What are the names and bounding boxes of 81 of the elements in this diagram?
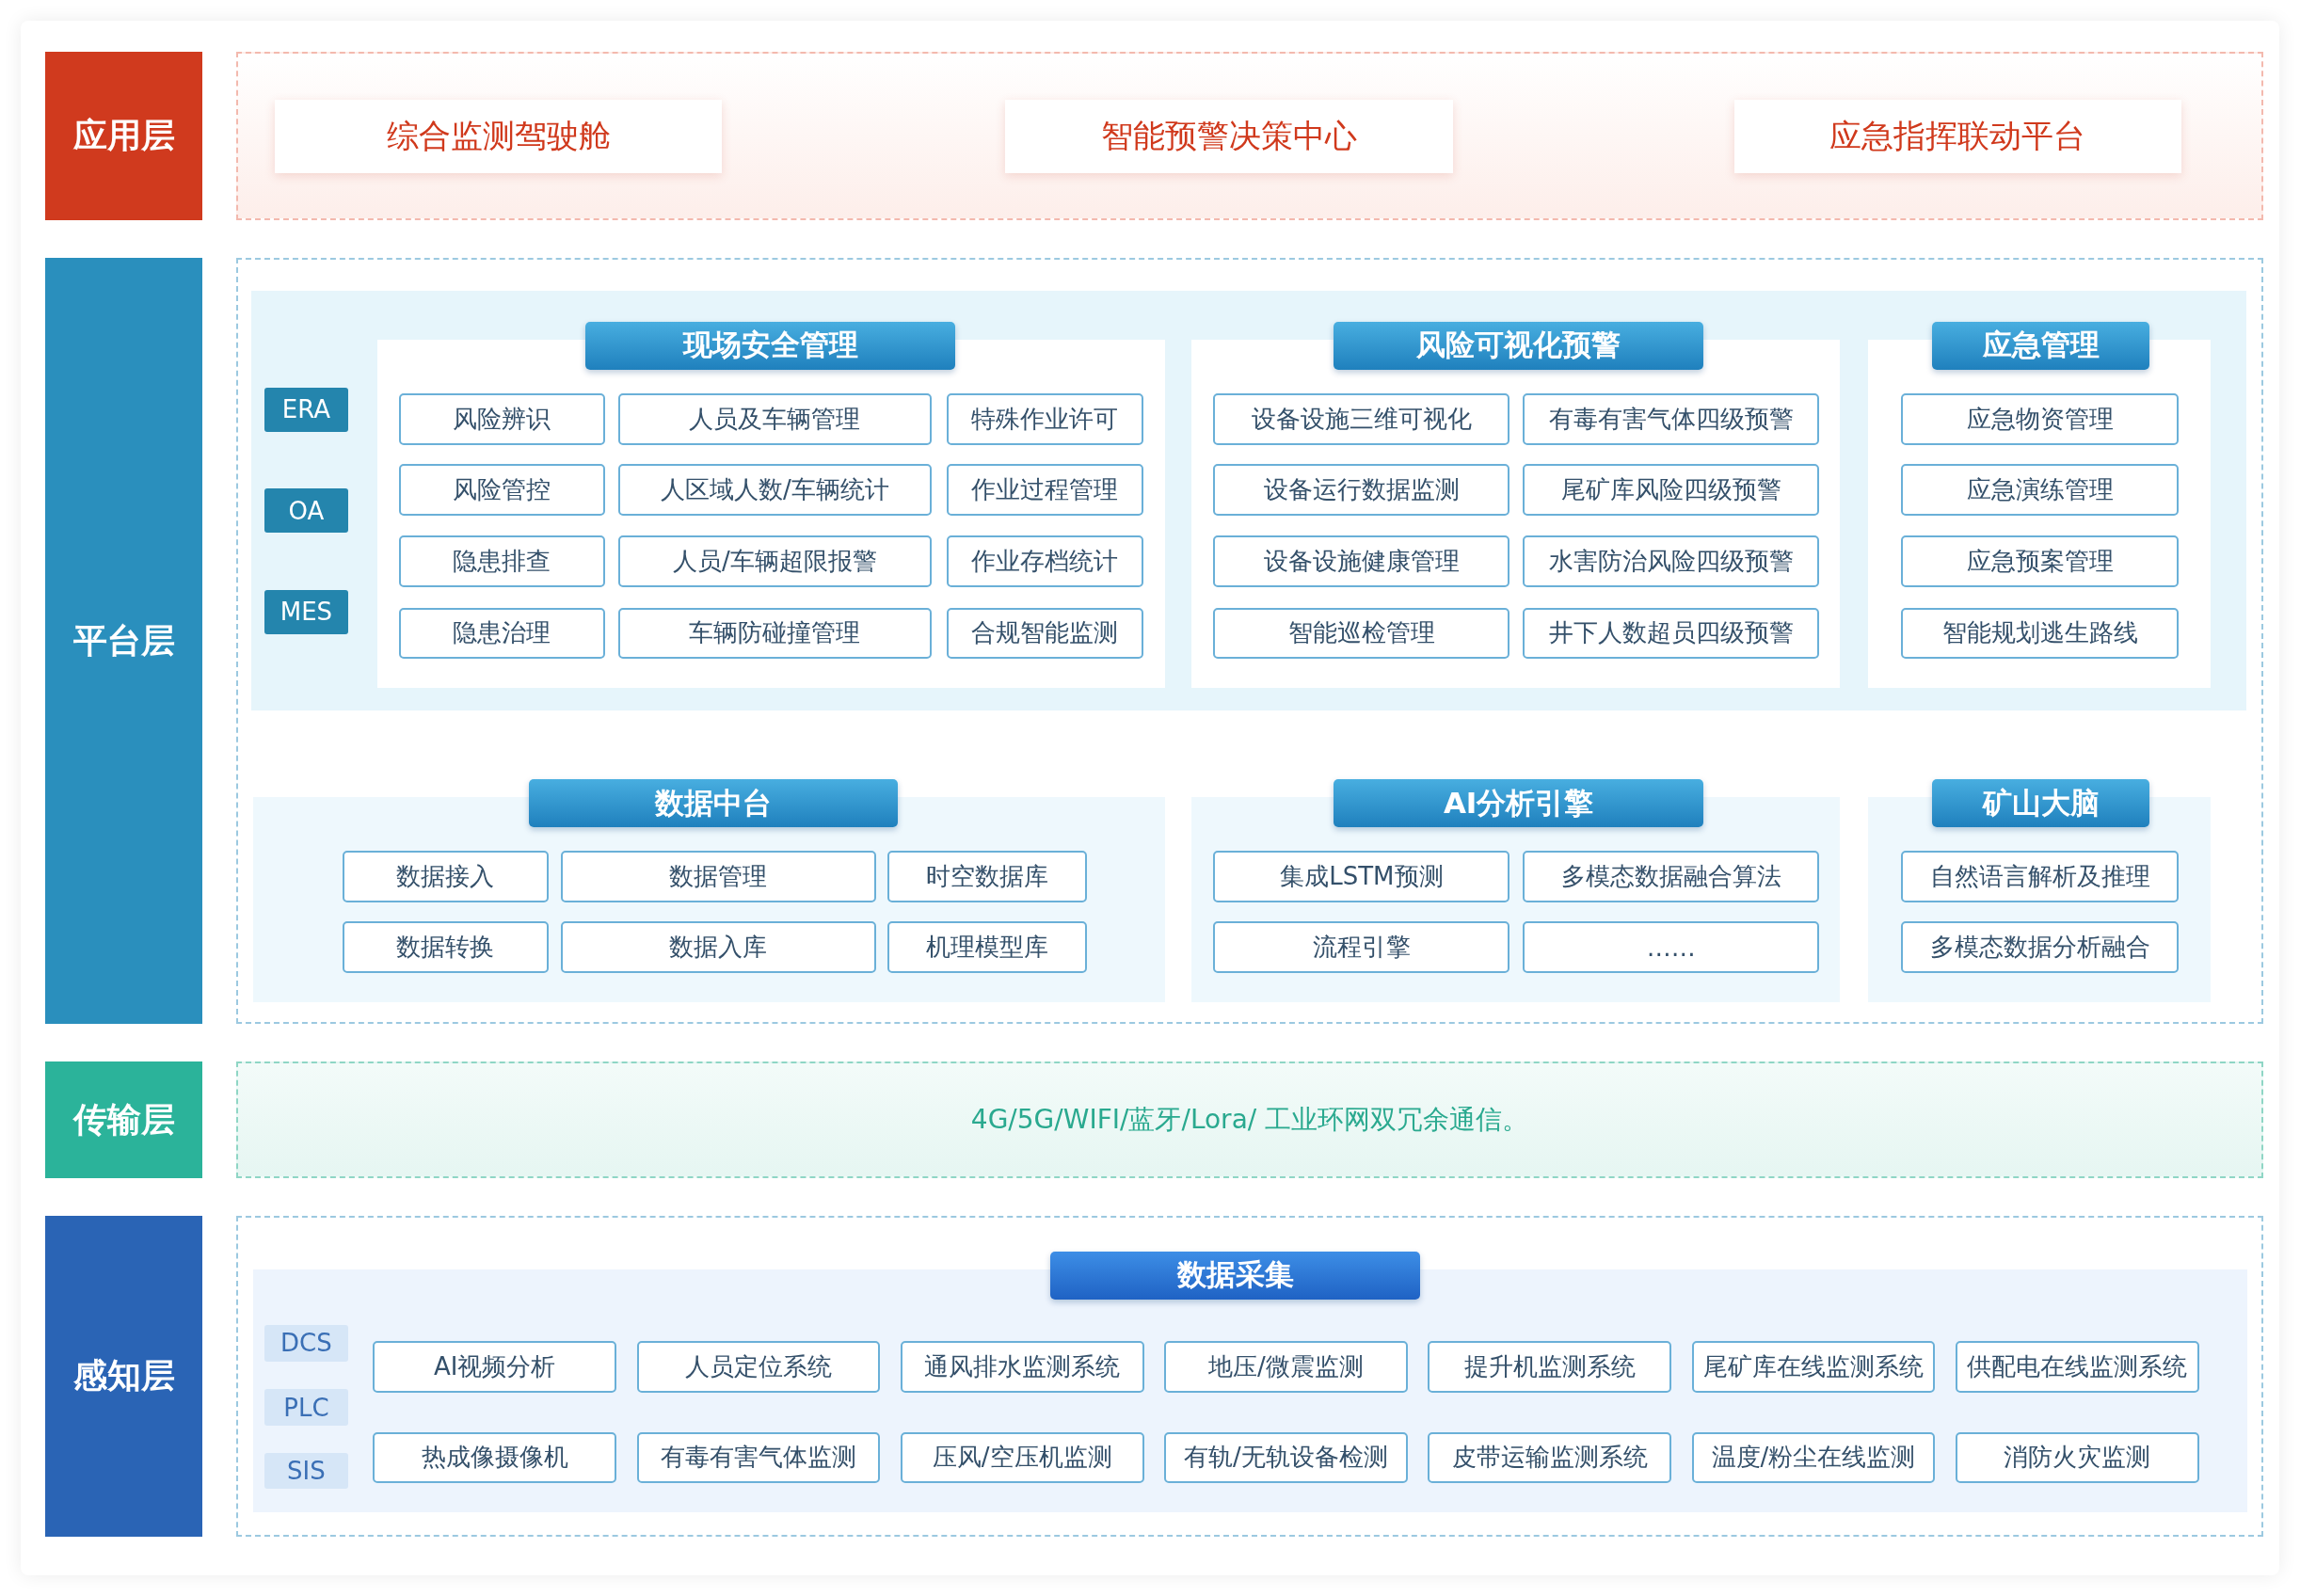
layer-band: [235, 51, 2263, 220]
function-box: 作业存档统计: [946, 535, 1143, 587]
function-box: 机理模型库: [887, 921, 1088, 973]
function-box: 通风排水监测系统: [900, 1341, 1144, 1393]
panel-heading: 现场安全管理: [585, 321, 956, 370]
function-box: 应急演练管理: [1901, 463, 2180, 516]
function-box: 智能巡检管理: [1213, 607, 1510, 660]
function-box: 数据入库: [560, 921, 876, 973]
system-tag: ERA: [264, 387, 348, 432]
function-box: 多模态数据融合算法: [1523, 851, 1820, 902]
function-box: 自然语言解析及推理: [1901, 851, 2180, 902]
function-box: 时空数据库: [887, 851, 1088, 902]
function-box: 作业过程管理: [946, 463, 1143, 516]
function-box: 水害防治风险四级预警: [1523, 535, 1820, 587]
layer-label: 传输层: [45, 1061, 203, 1178]
function-box: 提升机监测系统: [1428, 1341, 1672, 1393]
function-box: 设备运行数据监测: [1213, 463, 1510, 516]
function-box: 井下人数超员四级预警: [1523, 607, 1820, 660]
system-tag: MES: [264, 590, 348, 634]
layer-label: 感知层: [45, 1216, 203, 1538]
function-box: 温度/粉尘在线监测: [1691, 1431, 1936, 1484]
function-box: 隐患排查: [399, 535, 605, 587]
module-panel: [252, 1251, 2248, 1513]
function-box: 数据接入: [342, 851, 550, 902]
function-box: 地压/微震监测: [1164, 1341, 1408, 1393]
function-box: 压风/空压机监测: [900, 1431, 1144, 1484]
panel-heading: 数据采集: [1050, 1251, 1421, 1300]
function-box: 尾矿库风险四级预警: [1523, 463, 1820, 516]
layer-label: 应用层: [45, 51, 203, 220]
function-box: 隐患治理: [399, 607, 605, 660]
function-box: 人员/车辆超限报警: [617, 535, 933, 587]
module-panel: [377, 321, 1165, 689]
panel-heading: 风险可视化预警: [1334, 321, 1704, 370]
function-box: 流程引擎: [1213, 921, 1510, 973]
function-box: 应急预案管理: [1901, 535, 2180, 587]
function-box: 消防火灾监测: [1955, 1431, 2199, 1484]
panel-heading: 应急管理: [1932, 321, 2149, 370]
function-box: 尾矿库在线监测系统: [1691, 1341, 1936, 1393]
panel-heading: 矿山大脑: [1932, 779, 2149, 828]
application-box: 综合监测驾驶舱: [274, 100, 723, 174]
function-box: 人员定位系统: [636, 1341, 881, 1393]
function-box: 供配电在线监测系统: [1955, 1341, 2199, 1393]
function-box: 智能规划逃生路线: [1901, 607, 2180, 660]
function-box: 风险辨识: [399, 393, 605, 445]
layer-band: [235, 258, 2263, 1024]
function-box: 设备设施健康管理: [1213, 535, 1510, 587]
layer-band: 4G/5G/WIFI/蓝牙/Lora/ 工业环网双冗余通信。: [235, 1061, 2263, 1178]
function-box: 车辆防碰撞管理: [617, 607, 933, 660]
system-tag: DCS: [264, 1324, 348, 1362]
function-box: 数据转换: [342, 921, 550, 973]
panel-heading: 数据中台: [528, 779, 899, 828]
function-box: 有毒有害气体监测: [636, 1431, 881, 1484]
function-box: 特殊作业许可: [946, 393, 1143, 445]
function-box: ……: [1523, 921, 1820, 973]
function-box: 有毒有害气体四级预警: [1523, 393, 1820, 445]
function-box: 设备设施三维可视化: [1213, 393, 1510, 445]
application-box: 应急指挥联动平台: [1733, 100, 2182, 174]
function-box: 风险管控: [399, 463, 605, 516]
module-panel: [1191, 321, 1840, 689]
system-tag: PLC: [264, 1389, 348, 1427]
function-box: 数据管理: [560, 851, 876, 902]
panel-heading: AI分析引擎: [1334, 779, 1704, 828]
layer-band: [235, 1216, 2263, 1538]
function-box: 人员及车辆管理: [617, 393, 933, 445]
function-box: 人区域人数/车辆统计: [617, 463, 933, 516]
module-panel: [252, 779, 1165, 1002]
function-box: AI视频分析: [373, 1341, 617, 1393]
application-box: 智能预警决策中心: [1005, 100, 1453, 174]
system-tag: SIS: [264, 1452, 348, 1490]
function-box: 应急物资管理: [1901, 393, 2180, 445]
function-box: 多模态数据分析融合: [1901, 921, 2180, 973]
module-panel: [1867, 321, 2212, 689]
function-box: 合规智能监测: [946, 607, 1143, 660]
system-tag: OA: [264, 488, 348, 534]
function-box: 有轨/无轨设备检测: [1164, 1431, 1408, 1484]
module-panel: [1867, 779, 2212, 1002]
function-box: 热成像摄像机: [373, 1431, 617, 1484]
function-box: 皮带运输监测系统: [1428, 1431, 1672, 1484]
module-panel: [1191, 779, 1840, 1002]
layer-label: 平台层: [45, 258, 203, 1024]
function-box: 集成LSTM预测: [1213, 851, 1510, 902]
